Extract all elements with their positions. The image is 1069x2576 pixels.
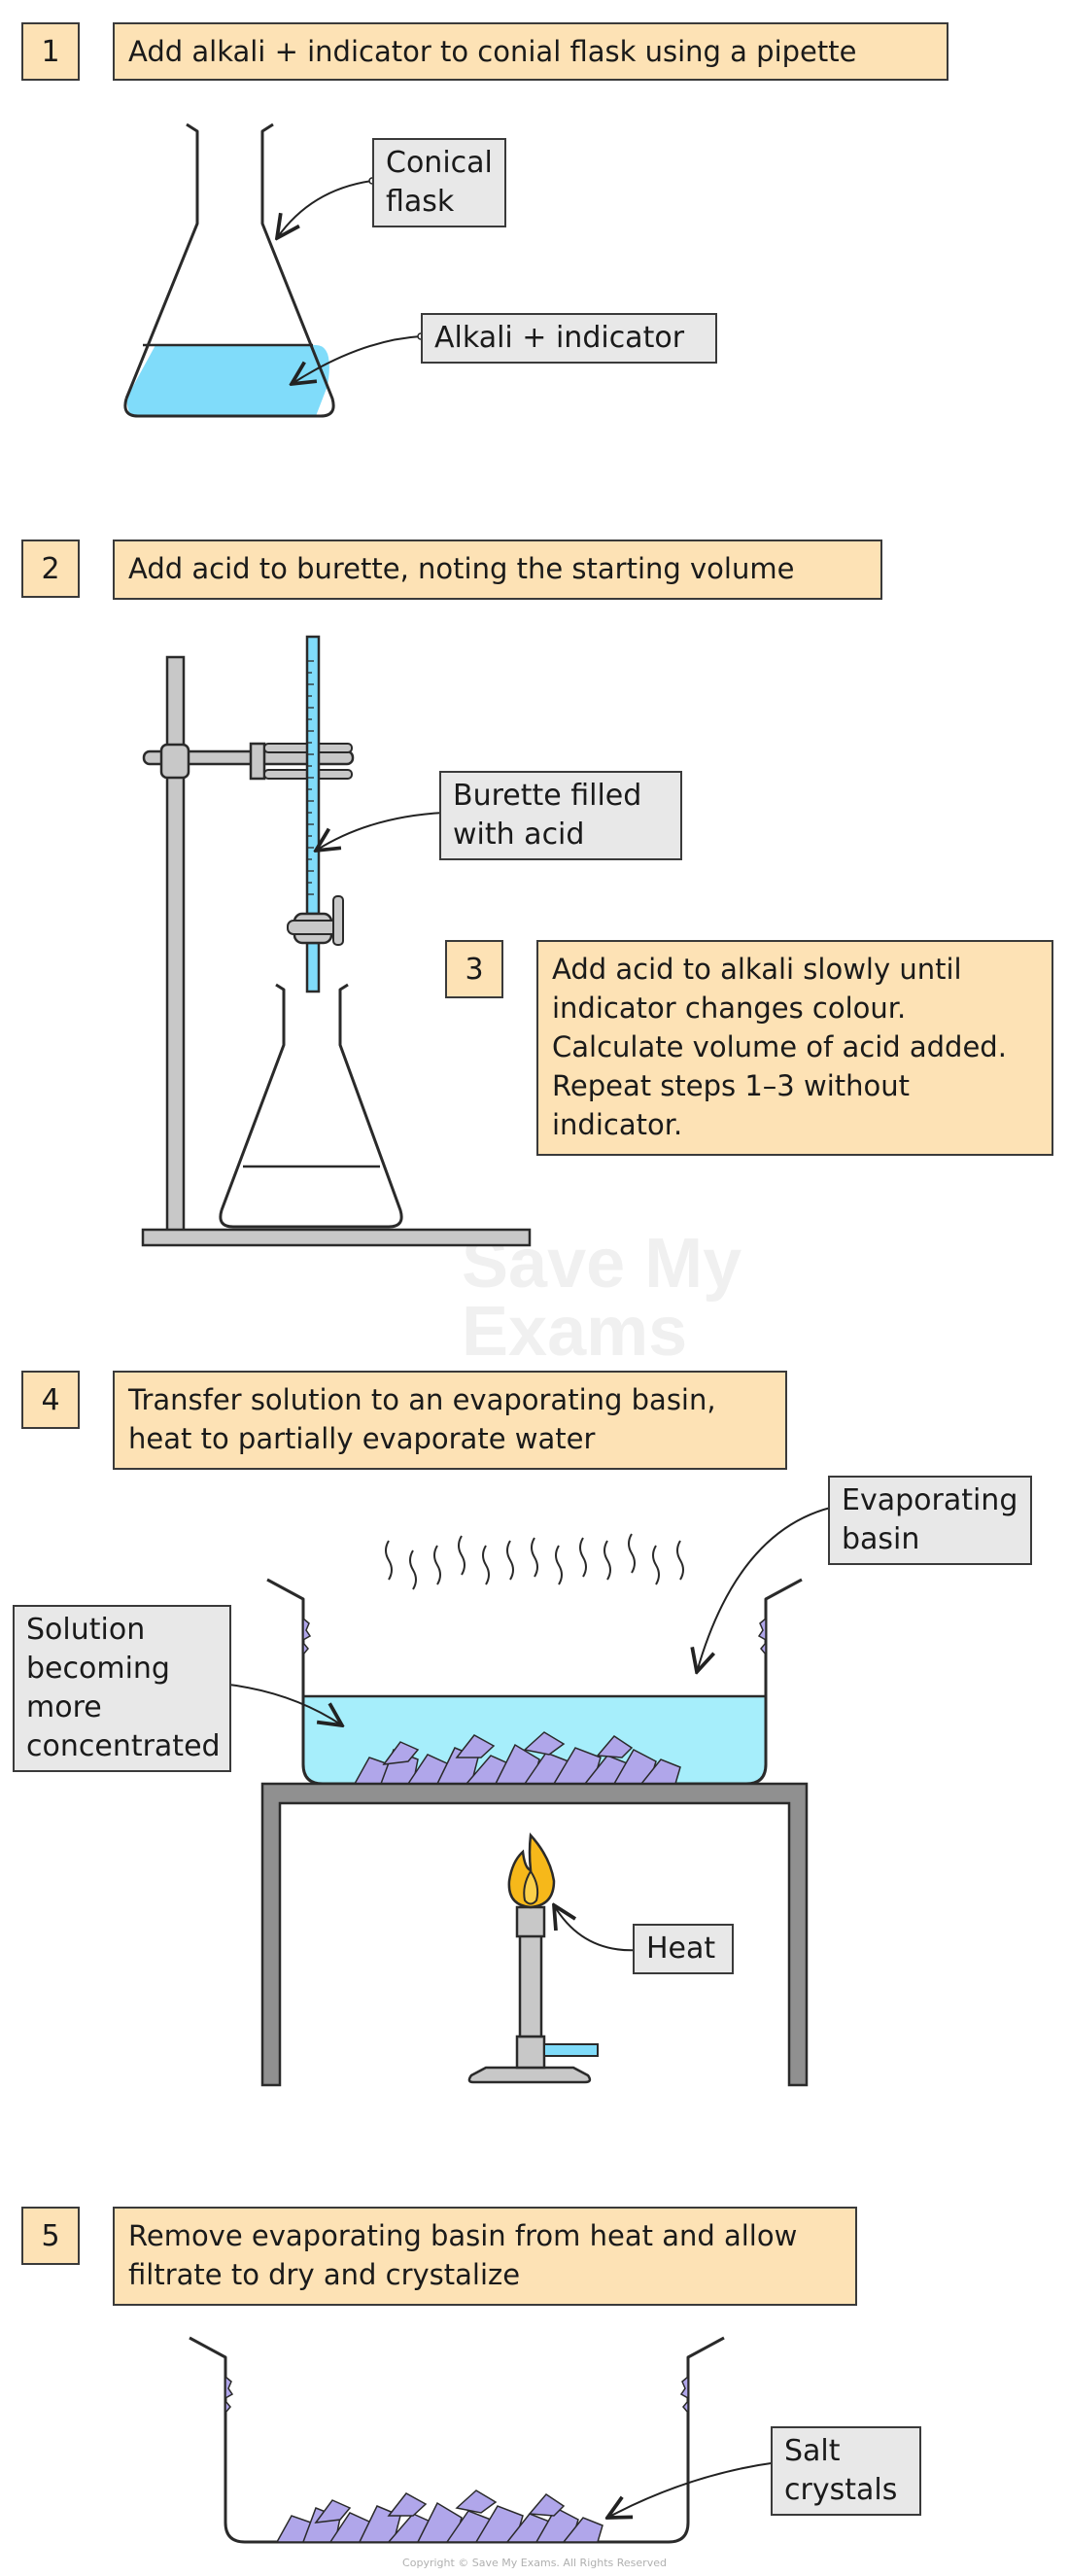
step-1-text: Add alkali + indicator to conial flask u… xyxy=(113,22,948,81)
burette xyxy=(287,635,344,993)
label-salt-crystals: Salt crystals xyxy=(771,2426,921,2516)
step-3-text: Add acid to alkali slowly until indicato… xyxy=(536,940,1053,1156)
steam-lines xyxy=(385,1533,684,1590)
step-4-number: 4 xyxy=(21,1371,80,1429)
tripod-stand xyxy=(260,1782,809,2087)
step-5-number: 5 xyxy=(21,2207,80,2265)
bunsen-burner xyxy=(467,1832,599,2084)
label-conical-flask: Conical flask xyxy=(372,138,506,227)
conical-flask-1 xyxy=(123,122,335,418)
label-alkali-indicator: Alkali + indicator xyxy=(421,313,717,364)
label-heat: Heat xyxy=(633,1924,734,1974)
label-solution: Solution becoming more concentrated xyxy=(13,1605,231,1772)
step-5-text: Remove evaporating basin from heat and a… xyxy=(113,2207,857,2306)
label-evaporating-basin: Evaporating basin xyxy=(828,1476,1032,1565)
conical-flask-2 xyxy=(219,983,403,1229)
step-4-text: Transfer solution to an evaporating basi… xyxy=(113,1371,787,1470)
step-2-number: 2 xyxy=(21,540,80,598)
step-1-number: 1 xyxy=(21,22,80,81)
evaporating-basin-4 xyxy=(266,1578,803,1786)
step-3-number: 3 xyxy=(445,940,503,998)
step-2-text: Add acid to burette, noting the starting… xyxy=(113,540,882,600)
retort-stand xyxy=(141,655,532,1247)
copyright-text: Copyright © Save My Exams. All Rights Re… xyxy=(402,2557,667,2569)
evaporating-basin-5 xyxy=(189,2336,725,2544)
label-burette: Burette filled with acid xyxy=(439,771,682,860)
watermark: Save My Exams xyxy=(462,1225,742,1371)
